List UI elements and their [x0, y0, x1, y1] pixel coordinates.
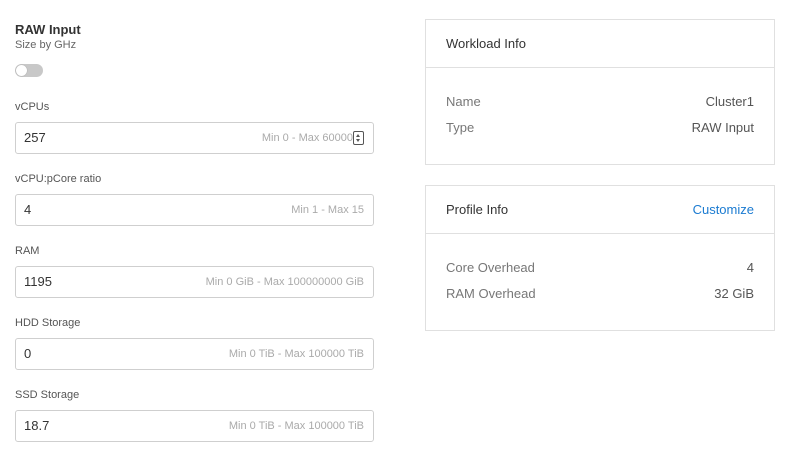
workload-info-card: Workload Info Name Cluster1 Type RAW Inp…: [425, 19, 775, 165]
ssd-storage-label: SSD Storage: [15, 389, 80, 401]
profile-info-body: Core Overhead 4 RAM Overhead 32 GiB: [426, 234, 774, 312]
core-overhead-row: Core Overhead 4: [446, 260, 754, 286]
vcpus-field: vCPUs 257 Min 0 - Max 60000: [15, 100, 374, 154]
raw-input-form: RAW Input Size by GHz vCPUs 257 Min 0 - …: [15, 22, 375, 442]
hdd-storage-value: 0: [24, 346, 32, 361]
workload-name-key: Name: [446, 94, 481, 109]
workload-type-row: Type RAW Input: [446, 120, 754, 146]
ram-input[interactable]: 1195 Min 0 GiB - Max 100000000 GiB: [15, 266, 374, 298]
hdd-storage-input[interactable]: 0 Min 0 TiB - Max 100000 TiB: [15, 338, 374, 370]
vcpu-pcore-ratio-input[interactable]: 4 Min 1 - Max 15: [15, 194, 374, 226]
ssd-storage-field: SSD Storage 18.7 Min 0 TiB - Max 100000 …: [15, 388, 374, 442]
vcpus-value: 257: [24, 130, 46, 145]
core-overhead-key: Core Overhead: [446, 260, 535, 275]
workload-name-row: Name Cluster1: [446, 94, 754, 120]
workload-info-header: Workload Info: [426, 20, 774, 68]
vcpu-pcore-ratio-label: vCPU:pCore ratio: [15, 173, 102, 185]
ssd-storage-input[interactable]: 18.7 Min 0 TiB - Max 100000 TiB: [15, 410, 374, 442]
hdd-storage-range-hint: Min 0 TiB - Max 100000 TiB: [228, 348, 364, 360]
ram-overhead-value: 32 GiB: [714, 286, 754, 301]
ram-range-hint: Min 0 GiB - Max 100000000 GiB: [205, 276, 364, 288]
vcpu-pcore-ratio-range-hint: Min 1 - Max 15: [291, 204, 364, 216]
toggle-knob: [16, 65, 27, 76]
core-overhead-value: 4: [746, 260, 754, 275]
ram-overhead-key: RAM Overhead: [446, 286, 536, 301]
stepper-icon[interactable]: [353, 131, 364, 145]
ram-value: 1195: [24, 274, 52, 289]
profile-info-title: Profile Info: [446, 202, 509, 217]
size-by-ghz-label: Size by GHz: [15, 39, 77, 51]
ssd-storage-range-hint: Min 0 TiB - Max 100000 TiB: [228, 420, 364, 432]
ram-field: RAM 1195 Min 0 GiB - Max 100000000 GiB: [15, 244, 374, 298]
vcpus-range-hint: Min 0 - Max 60000: [261, 132, 353, 144]
ram-label: RAM: [15, 245, 40, 257]
ssd-storage-value: 18.7: [24, 418, 50, 433]
hdd-storage-field: HDD Storage 0 Min 0 TiB - Max 100000 TiB: [15, 316, 374, 370]
vcpu-pcore-ratio-value: 4: [24, 202, 32, 217]
workload-type-key: Type: [446, 120, 475, 135]
size-by-ghz-toggle[interactable]: [15, 64, 43, 77]
vcpus-input[interactable]: 257 Min 0 - Max 60000: [15, 122, 374, 154]
section-title: RAW Input: [15, 22, 81, 37]
workload-info-title: Workload Info: [446, 36, 526, 51]
workload-name-value: Cluster1: [705, 94, 754, 109]
vcpu-pcore-ratio-field: vCPU:pCore ratio 4 Min 1 - Max 15: [15, 172, 374, 226]
customize-link[interactable]: Customize: [692, 202, 754, 217]
hdd-storage-label: HDD Storage: [15, 317, 81, 329]
ram-overhead-row: RAM Overhead 32 GiB: [446, 286, 754, 312]
profile-info-card: Profile Info Customize Core Overhead 4 R…: [425, 185, 775, 331]
vcpus-label: vCPUs: [15, 101, 50, 113]
workload-type-value: RAW Input: [691, 120, 754, 135]
profile-info-header: Profile Info Customize: [426, 186, 774, 234]
workload-info-body: Name Cluster1 Type RAW Input: [426, 68, 774, 146]
